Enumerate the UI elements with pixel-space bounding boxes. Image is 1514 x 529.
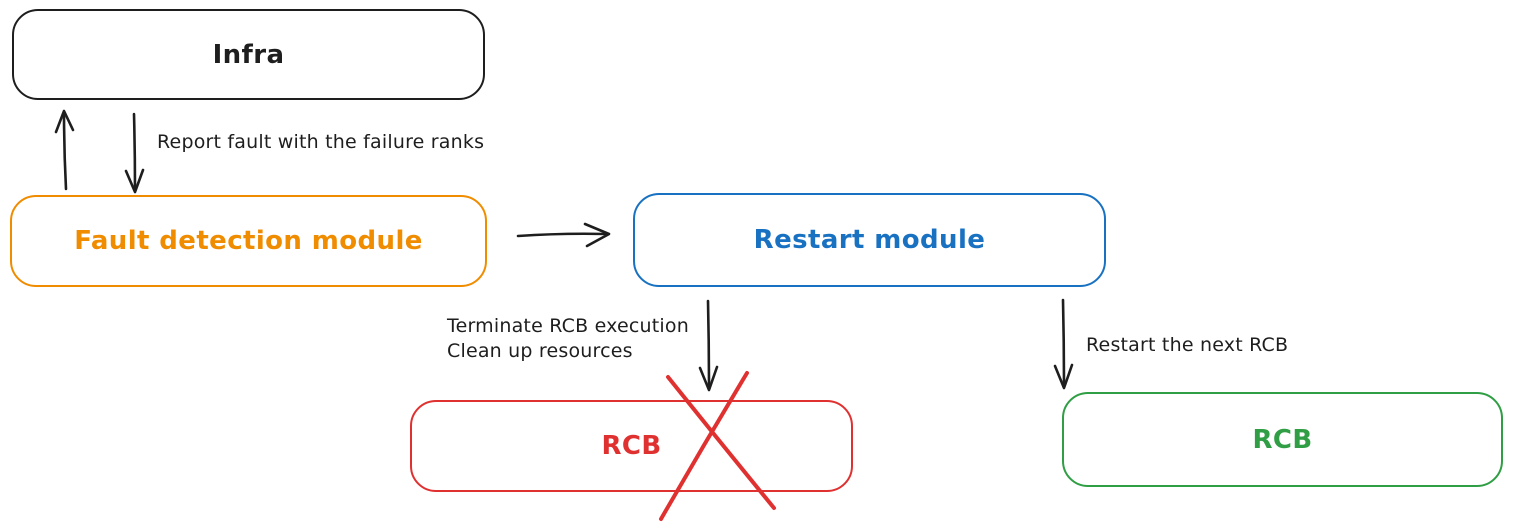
edge-label-terminate-line2: Clean up resources xyxy=(447,340,633,362)
node-fault-detection-module-label: Fault detection module xyxy=(74,226,423,256)
cross-out-x[interactable] xyxy=(659,371,776,521)
node-infra-label: Infra xyxy=(212,39,285,70)
arrow-restart-to-rcb-next[interactable] xyxy=(1053,298,1074,390)
arrow-fault-to-infra[interactable] xyxy=(54,109,75,191)
node-rcb-terminated[interactable]: RCB xyxy=(410,400,853,492)
edge-label-terminate-line1: Terminate RCB execution xyxy=(447,315,689,337)
node-infra[interactable]: Infra xyxy=(12,9,485,100)
arrow-infra-to-fault[interactable] xyxy=(124,112,145,194)
node-restart-module-label: Restart module xyxy=(753,225,986,255)
node-rcb-next[interactable]: RCB xyxy=(1062,392,1503,487)
node-rcb-next-label: RCB xyxy=(1252,424,1313,455)
edge-label-terminate: Terminate RCB execution Clean up resourc… xyxy=(447,314,689,364)
node-fault-detection-module[interactable]: Fault detection module xyxy=(10,195,487,287)
node-restart-module[interactable]: Restart module xyxy=(633,193,1106,287)
arrow-restart-to-rcb-terminated[interactable] xyxy=(698,299,719,392)
edge-label-report-fault: Report fault with the failure ranks xyxy=(157,131,485,153)
edge-label-restart-next: Restart the next RCB xyxy=(1086,334,1289,356)
arrow-fault-to-restart[interactable] xyxy=(516,222,611,248)
node-rcb-terminated-label: RCB xyxy=(601,431,662,461)
